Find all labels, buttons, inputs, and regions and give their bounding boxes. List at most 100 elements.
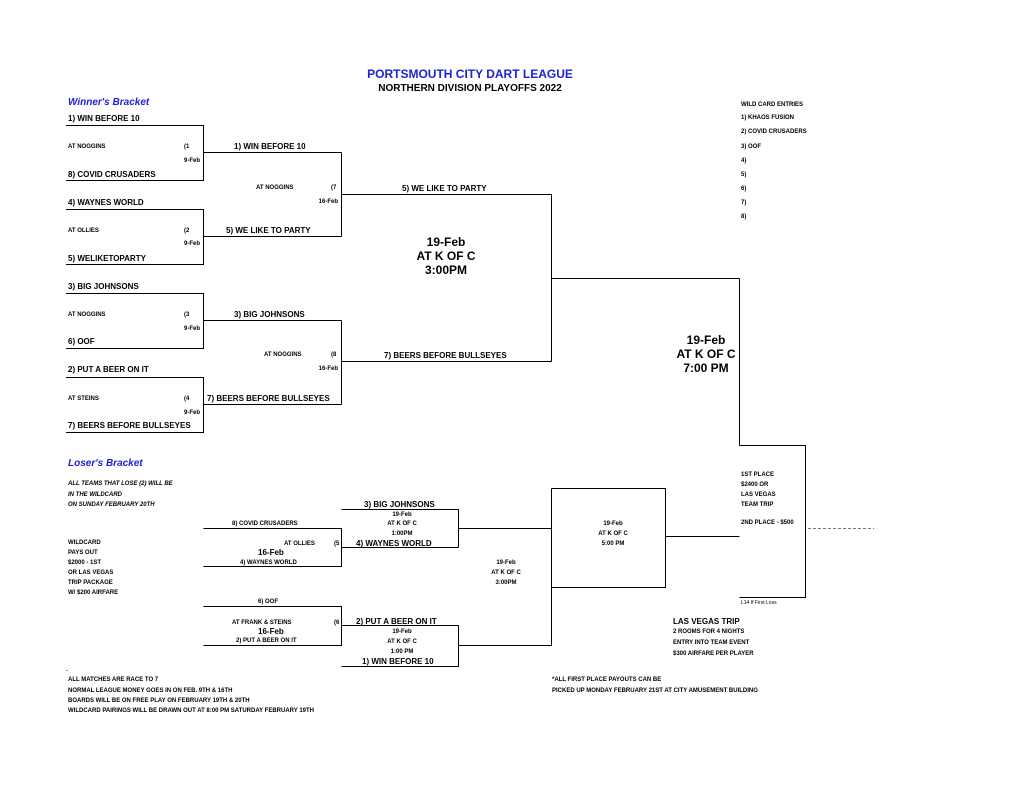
wildcard-payout: $2000 - 1ST	[68, 560, 102, 566]
match-line-l2a	[341, 509, 459, 548]
wildcard-payout: PAYS OUT	[68, 550, 98, 556]
losers-bracket-heading: Loser's Bracket	[68, 458, 143, 469]
match-line-l2b	[341, 625, 459, 667]
footer-note: ALL MATCHES ARE RACE TO 7	[68, 677, 159, 683]
match-date: 9-Feb	[183, 326, 200, 332]
venue-label: AT K OF C	[491, 570, 521, 576]
wildcard-payout: WILDCARD	[68, 540, 101, 546]
team-slot: 7) BEERS BEFORE BULLSEYES	[68, 421, 191, 430]
team-slot: 7) BEERS BEFORE BULLSEYES	[207, 394, 330, 403]
team-slot: 2) PUT A BEER ON IT	[68, 365, 149, 374]
wildcard-payout: OR LAS VEGAS	[68, 570, 114, 576]
first-place-prize: LAS VEGAS	[741, 492, 776, 498]
wildcard-entry: 1) KHAOS FUSION	[741, 115, 795, 121]
match-time: 5:00 PM	[601, 541, 625, 547]
team-slot: 5) WE LIKE TO PARTY	[402, 184, 487, 193]
game-number: (4	[184, 396, 190, 402]
venue-label: AT K OF C	[416, 249, 476, 263]
first-place-prize: TEAM TRIP	[741, 502, 774, 508]
wildcard-payout: TRIP PACKAGE	[68, 580, 113, 586]
first-place-prize: 1ST PLACE	[741, 472, 775, 478]
game-number: (6	[334, 620, 340, 626]
vegas-line: ENTRY INTO TEAM EVENT	[673, 640, 750, 646]
wildcard-entry: 4)	[741, 158, 747, 164]
game-number: (5	[334, 541, 340, 547]
venue-label: AT NOGGINS	[68, 312, 106, 318]
loss-note: L14 If First Loss	[741, 600, 777, 606]
team-slot: 8) COVID CRUSADERS	[232, 521, 298, 527]
game-number: (2	[184, 228, 190, 234]
match-date: 19-Feb	[686, 333, 726, 347]
match-date: 19-Feb	[603, 521, 623, 527]
team-slot: 8) COVID CRUSADERS	[68, 170, 156, 179]
venue-label: AT NOGGINS	[256, 185, 294, 191]
second-place-prize: 2ND PLACE - $500	[741, 520, 794, 526]
wildcard-entry: 7)	[741, 200, 747, 206]
team-slot: 1) WIN BEFORE 10	[234, 142, 306, 151]
footer-note: BOARDS WILL BE ON FREE PLAY ON FEBRUARY …	[68, 698, 250, 704]
venue-label: AT NOGGINS	[264, 352, 302, 358]
losers-note: IN THE WILDCARD	[68, 492, 122, 498]
wildcard-entry: 2) COVID CRUSADERS	[741, 129, 807, 135]
losers-note: ALL TEAMS THAT LOSE (2) WILL BE	[68, 481, 173, 487]
match-date: 16-Feb	[258, 548, 284, 557]
venue-label: AT K OF C	[598, 531, 628, 537]
page-title: PORTSMOUTH CITY DART LEAGUE	[367, 67, 573, 81]
match-time: 1:00PM	[391, 531, 413, 537]
match-date: 16-Feb	[318, 366, 338, 372]
venue-label: AT FRANK & STEINS	[232, 620, 292, 626]
team-slot: 4) WAYNES WORLD	[68, 198, 144, 207]
wildcard-entry: 3) OOF	[741, 144, 762, 150]
match-time: 7:00 PM	[683, 361, 729, 375]
game-number: (3	[184, 312, 190, 318]
footer-payout-note: PICKED UP MONDAY FEBRUARY 21ST AT CITY A…	[552, 688, 758, 694]
page-subtitle: NORTHERN DIVISION PLAYOFFS 2022	[378, 83, 562, 94]
footer-note: NORMAL LEAGUE MONEY GOES IN ON FEB. 9TH …	[68, 688, 233, 694]
footer-payout-note: *ALL FIRST PLACE PAYOUTS CAN BE	[552, 677, 662, 683]
wildcard-entry: 8)	[741, 214, 747, 220]
match-date: 19-Feb	[392, 512, 412, 518]
match-date: 9-Feb	[183, 241, 200, 247]
team-slot: 6) OOF	[68, 337, 95, 346]
match-date: 19-Feb	[426, 235, 466, 249]
team-slot: 6) OOF	[258, 599, 279, 605]
team-slot: 3) BIG JOHNSONS	[68, 282, 139, 291]
match-time: 3:00PM	[424, 263, 468, 277]
team-slot: 4) WAYNES WORLD	[240, 560, 297, 566]
venue-label: AT K OF C	[387, 639, 417, 645]
game-number: (1	[184, 144, 190, 150]
match-date: 16-Feb	[318, 199, 338, 205]
team-slot: 1) WIN BEFORE 10	[362, 657, 434, 666]
venue-label: AT NOGGINS	[68, 144, 106, 150]
first-place-prize: $2400 OR	[741, 482, 769, 488]
team-slot: 2) PUT A BEER ON IT	[236, 638, 297, 644]
team-slot: 5) WELIKETOPARTY	[68, 254, 146, 263]
game-number: (7	[331, 185, 337, 191]
match-line-l4	[551, 488, 666, 588]
team-slot: 3) BIG JOHNSONS	[234, 310, 305, 319]
team-slot: 2) PUT A BEER ON IT	[356, 617, 437, 626]
match-date: 19-Feb	[496, 560, 516, 566]
venue-label: AT OLLIES	[68, 228, 99, 234]
venue-label: AT K OF C	[387, 521, 417, 527]
team-slot: 3) BIG JOHNSONS	[364, 500, 435, 509]
wildcard-entry: 5)	[741, 172, 747, 178]
footer-dot: .	[66, 667, 68, 673]
wildcard-entry: 6)	[741, 186, 747, 192]
match-date: 9-Feb	[183, 158, 200, 164]
match-date: 16-Feb	[258, 627, 284, 636]
wildcard-payout: W/ $200 AIRFARE	[68, 590, 119, 596]
vegas-title: LAS VEGAS TRIP	[673, 617, 740, 626]
match-date: 9-Feb	[183, 410, 200, 416]
match-date: 19-Feb	[392, 629, 412, 635]
team-slot: 7) BEERS BEFORE BULLSEYES	[384, 351, 507, 360]
venue-label: AT STEINS	[68, 396, 99, 402]
match-time: 3:00PM	[495, 580, 517, 586]
venue-label: AT OLLIES	[284, 541, 315, 547]
footer-note: WILDCARD PAIRINGS WILL BE DRAWN OUT AT 8…	[68, 708, 315, 714]
venue-label: AT K OF C	[676, 347, 736, 361]
team-slot: 1) WIN BEFORE 10	[68, 114, 140, 123]
losers-note: ON SUNDAY FEBRUARY 20TH	[68, 502, 155, 508]
vegas-line: 2 ROOMS FOR 4 NIGHTS	[673, 629, 745, 635]
